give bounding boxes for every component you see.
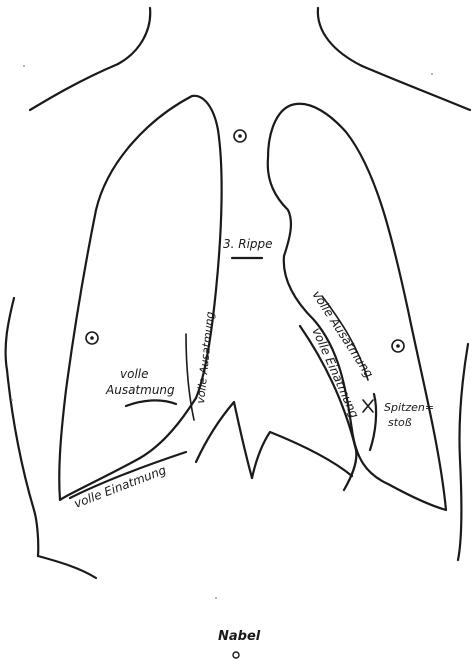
neck-left-contour [118,8,150,64]
diaphragm-right [252,432,352,478]
apex-beat-label-2: stoß [388,416,412,429]
right-flank-contour [458,344,468,560]
left-exhale-label-1: volle [120,367,149,381]
shoulder-left-contour [30,64,118,110]
abdomen-contour-left [38,556,96,578]
apex-beat-label-1: Spitzen= [384,401,434,414]
navel-label: Nabel [218,629,261,644]
nipple-marker-right [392,340,404,352]
shoulder-right-contour [362,66,470,110]
left-lung-outline [59,96,221,500]
left-exhale-label-2: Ausatmung [105,383,175,397]
nipple-marker-left [86,332,98,344]
diaphragm-left [196,402,252,478]
rib-label: 3. Rippe [223,237,273,251]
neck-right-contour [318,8,362,66]
left-exhale-vertical-label: volle Ausatmung [194,311,217,404]
nipple-marker-sternum [234,130,246,142]
navel-marker [233,652,239,658]
apex-beat-cross [363,400,373,412]
left-exhale-line [126,400,176,406]
left-flank-contour [6,298,39,556]
